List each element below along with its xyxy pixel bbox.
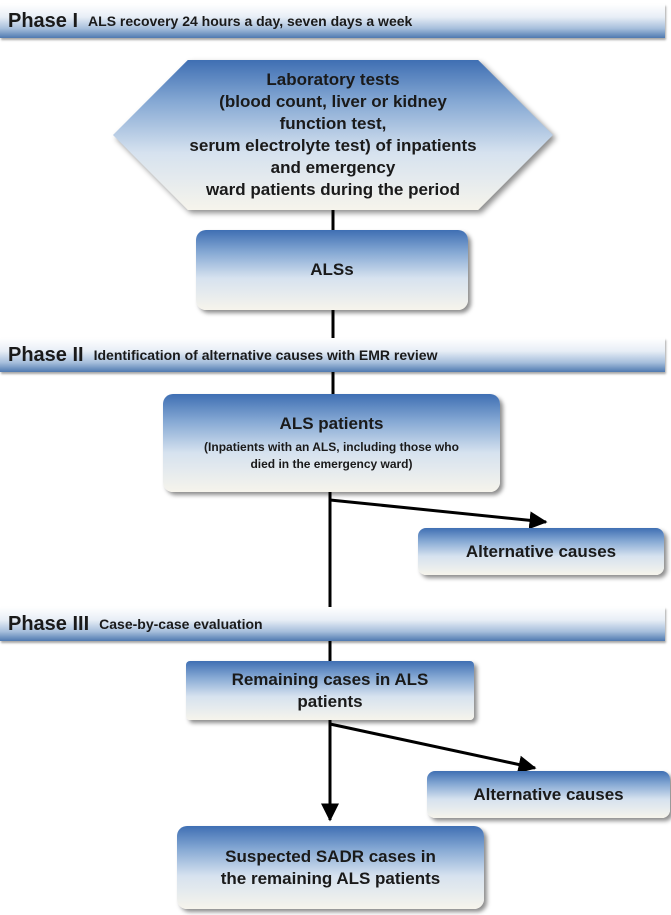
suspected-sadr-line: Suspected SADR cases in bbox=[225, 846, 436, 866]
hexagon-shape bbox=[113, 60, 553, 210]
phase-3-description: Case-by-case evaluation bbox=[99, 616, 263, 632]
lab-tests-line: function test, bbox=[279, 114, 387, 133]
lab-tests-line: ward patients during the period bbox=[205, 180, 461, 199]
als-box: ALSs bbox=[196, 230, 468, 310]
lab-tests-line: Laboratory tests bbox=[266, 70, 400, 89]
als-patients-sub-line: died in the emergency ward) bbox=[250, 457, 413, 471]
phase-2-description: Identification of alternative causes wit… bbox=[93, 347, 438, 363]
lab-tests-hexagon: Laboratory tests (blood count, liver or … bbox=[113, 60, 553, 210]
als-label: ALSs bbox=[310, 260, 354, 279]
alternative-causes-box-1: Alternative causes bbox=[418, 528, 664, 575]
lab-tests-text: Laboratory tests (blood count, liver or … bbox=[113, 60, 553, 210]
phase-1-bar: Phase I ALS recovery 24 hours a day, sev… bbox=[0, 4, 665, 38]
als-patients-title: ALS patients bbox=[279, 414, 384, 433]
phase-1-name: Phase I bbox=[8, 9, 79, 32]
remaining-cases-line: Remaining cases in ALS bbox=[231, 669, 429, 689]
als-patients-subtitle: (Inpatients with an ALS, including those… bbox=[204, 439, 459, 473]
alternative-causes-label-1: Alternative causes bbox=[465, 541, 617, 561]
als-patients-box: ALS patients (Inpatients with an ALS, in… bbox=[163, 394, 500, 492]
suspected-sadr-box: Suspected SADR cases in the remaining AL… bbox=[177, 826, 484, 909]
remaining-cases-box: Remaining cases in ALS patients bbox=[186, 661, 474, 720]
phase-3-bar: Phase III Case-by-case evaluation bbox=[0, 607, 665, 641]
arrow-to-alternative-causes-2 bbox=[329, 722, 537, 774]
lab-tests-line: (blood count, liver or kidney bbox=[219, 92, 447, 111]
lab-tests-line: and emergency bbox=[270, 158, 396, 177]
phase-3-name: Phase III bbox=[8, 612, 90, 635]
remaining-cases-line: patients bbox=[297, 691, 363, 711]
alternative-causes-label-2: Alternative causes bbox=[473, 784, 624, 804]
lab-tests-line: serum electrolyte test) of inpatients bbox=[189, 136, 477, 155]
alternative-causes-box-2: Alternative causes bbox=[427, 771, 670, 818]
arrow-to-alternative-causes-1 bbox=[329, 498, 548, 530]
phase-1-description: ALS recovery 24 hours a day, seven days … bbox=[88, 13, 413, 29]
suspected-sadr-line: the remaining ALS patients bbox=[220, 868, 441, 888]
phase-2-name: Phase II bbox=[8, 343, 84, 366]
als-patients-sub-line: (Inpatients with an ALS, including those… bbox=[204, 440, 459, 454]
phase-2-bar: Phase II Identification of alternative c… bbox=[0, 338, 665, 372]
